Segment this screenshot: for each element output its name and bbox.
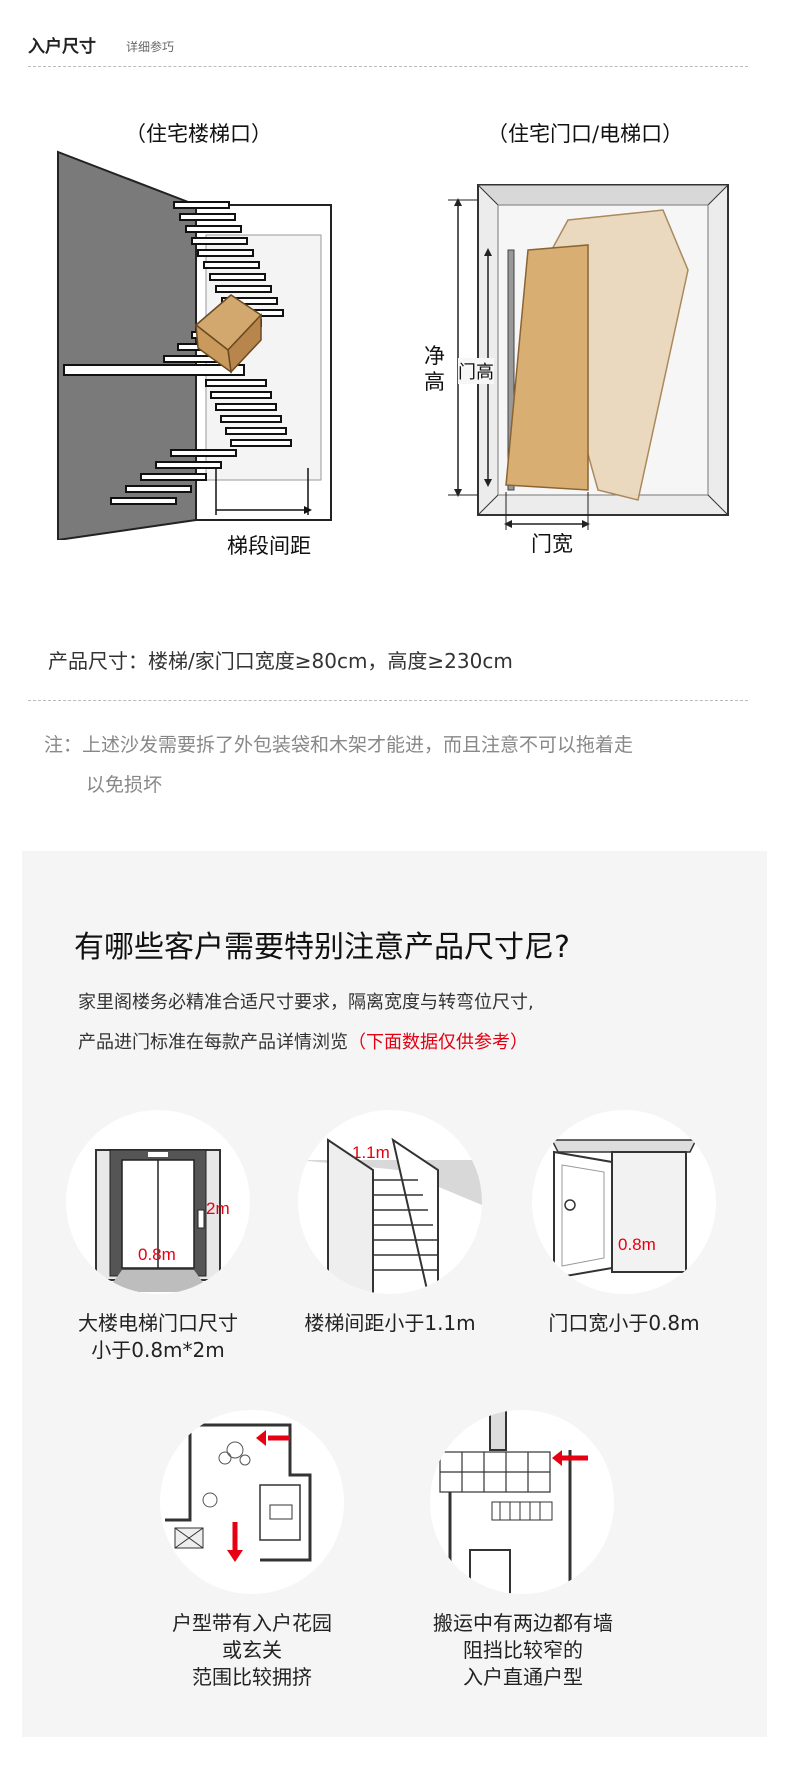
door-open-illustration: 0.8m	[532, 1110, 716, 1294]
panel-desc-2: 产品进门标准在每款产品详情浏览（下面数据仅供参考）	[78, 1028, 528, 1054]
elevator-label: 大楼电梯门口尺寸 小于0.8m*2m	[50, 1310, 266, 1364]
spec-divider	[28, 700, 748, 701]
header-divider	[28, 66, 748, 67]
door-height-label: 门高	[458, 358, 494, 384]
info-panel	[22, 851, 767, 1737]
door-illustration	[448, 184, 730, 530]
walls-label: 搬运中有两边都有墙 阻挡比较窄的 入户直通户型	[398, 1610, 648, 1691]
stairs-illustration: 1.1m	[298, 1110, 482, 1294]
entry-garden-illustration	[160, 1410, 344, 1594]
panel-title: 有哪些客户需要特别注意产品尺寸尼?	[74, 930, 570, 965]
panel-desc-1: 家里阁楼务必精准合适尺寸要求，隔离宽度与转弯位尺寸,	[78, 992, 534, 1013]
elevator-height-dim: 2m	[206, 1199, 230, 1218]
door-caption: （住宅门口/电梯口）	[487, 122, 684, 146]
walls-label-line-1: 搬运中有两边都有墙	[433, 1611, 613, 1635]
staircase-illustration	[57, 150, 332, 540]
walls-illustration	[430, 1410, 614, 1594]
elevator-width-dim: 0.8m	[138, 1245, 176, 1264]
elevator-label-line-1: 大楼电梯门口尺寸	[78, 1311, 238, 1335]
door-width-dim: 0.8m	[618, 1235, 656, 1254]
entry-garden-label-line-1: 户型带有入户花园	[172, 1611, 332, 1635]
section-title: 入户尺寸	[28, 37, 96, 57]
section-subtitle: 详细参巧	[126, 40, 175, 54]
stairs-gap-label: 梯段间距	[227, 534, 311, 558]
note-line-2: 以免损坏	[86, 774, 163, 796]
net-height-label-2: 高	[424, 370, 445, 394]
stairs-label-line-1: 楼梯间距小于1.1m	[304, 1311, 476, 1335]
elevator-label-line-2: 小于0.8m*2m	[91, 1338, 225, 1362]
note-line-1: 注：上述沙发需要拆了外包装袋和木架才能进，而且注意不可以拖着走	[44, 734, 634, 756]
walls-label-line-2: 阻挡比较窄的	[463, 1638, 583, 1662]
panel-desc-2-note: （下面数据仅供参考）	[348, 1032, 528, 1053]
stairs-caption: （住宅楼梯口）	[125, 122, 272, 146]
elevator-illustration: 2m 0.8m	[66, 1110, 250, 1294]
walls-label-line-3: 入户直通户型	[463, 1665, 583, 1689]
door-width-label: 门宽	[531, 532, 573, 556]
door-label: 门口宽小于0.8m	[512, 1310, 736, 1337]
product-size-spec: 产品尺寸：楼梯/家门口宽度≥80cm，高度≥230cm	[48, 649, 513, 673]
panel-desc-2-text: 产品进门标准在每款产品详情浏览	[78, 1032, 348, 1053]
entry-garden-label-line-3: 范围比较拥挤	[192, 1665, 312, 1689]
stairs-label: 楼梯间距小于1.1m	[280, 1310, 500, 1337]
stairs-width-dim: 1.1m	[352, 1143, 390, 1162]
door-label-line-1: 门口宽小于0.8m	[548, 1311, 700, 1335]
entry-garden-label: 户型带有入户花园 或玄关 范围比较拥挤	[120, 1610, 384, 1691]
entry-garden-label-line-2: 或玄关	[222, 1638, 282, 1662]
net-height-label-1: 净	[424, 344, 445, 368]
